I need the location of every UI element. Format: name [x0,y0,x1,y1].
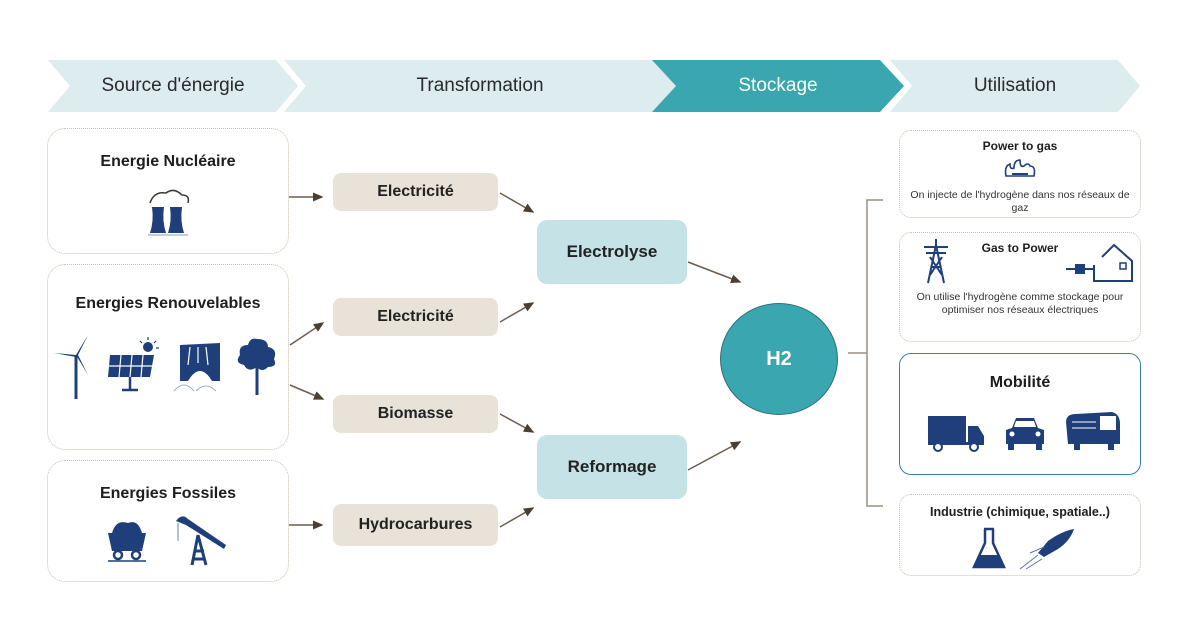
step-utilisation: Utilisation [890,60,1140,112]
chevron-shape [48,60,298,112]
chevron-shape [890,60,1140,112]
arrow-electrolyse-h2 [687,261,742,283]
wind-turbine-icon [54,335,88,399]
nuclear-plant-icon [148,189,190,236]
coal-cart-icon [108,522,146,562]
h2-storage-node: H2 [720,303,838,415]
arrow-elec1-electrolyse [499,192,535,213]
truck-icon [928,416,984,452]
gas-flame-icon [1004,159,1036,177]
tree-icon [237,338,276,395]
bracket-uses [848,199,883,507]
use-power-to-gas: Power to gas On injecte de l'hydrogène d… [899,130,1141,218]
source-title: Energie Nucléaire [100,153,236,170]
solar-panel-icon [108,337,159,392]
arrow-biomasse-reformage [499,413,535,433]
dam-icon [173,343,220,392]
source-nuclear: Energie Nucléaire [47,128,289,254]
step-source: Source d'énergie [48,60,298,112]
use-title: Mobilité [989,374,1051,391]
car-icon [1006,418,1044,450]
process-electrolyse: Electrolyse [537,220,687,284]
source-renewable: Energies Renouvelables [47,264,289,450]
use-description: On injecte de l'hydrogène dans nos résea… [910,189,1130,214]
source-title: Energies Renouvelables [75,295,261,312]
input-electricite-1: Electricité [333,173,498,211]
house-plug-icon [1066,243,1133,282]
source-fossil: Energies Fossiles [47,460,289,582]
arrow-renew-biomasse [289,384,325,400]
arrow-elec2-electrolyse [499,302,535,323]
input-hydrocarbures: Hydrocarbures [333,504,498,546]
use-industrie: Industrie (chimique, spatiale..) [899,494,1141,576]
use-title: Gas to Power [981,241,1059,255]
arrow-renew-electricite [289,322,325,346]
use-gas-to-power: Gas to Power On utilise l'hydrogène comm… [899,232,1141,342]
rocket-icon [1019,529,1074,570]
use-description: On utilise l'hydrogène comme stockage po… [916,291,1124,316]
use-mobilite: Mobilité [899,353,1141,475]
chevron-shape [284,60,676,112]
step-label: Stockage [738,75,818,96]
oil-pump-icon [176,516,226,566]
chevron-shape [652,60,904,112]
step-label: Transformation [416,75,544,96]
arrow-reformage-h2 [687,441,742,471]
use-title: Industrie (chimique, spatiale..) [930,505,1110,519]
step-transformation: Transformation [284,60,676,112]
step-label: Source d'énergie [101,75,245,96]
input-electricite-2: Electricité [333,298,498,336]
input-biomasse: Biomasse [333,395,498,433]
process-reformage: Reformage [537,435,687,499]
flask-icon [972,527,1006,569]
arrow-hydro-reformage [499,507,535,528]
step-label: Utilisation [973,75,1057,96]
source-title: Energies Fossiles [99,485,237,502]
bus-icon [1066,412,1120,450]
use-title: Power to gas [982,139,1058,153]
pylon-icon [924,239,948,284]
step-stockage: Stockage [652,60,904,112]
